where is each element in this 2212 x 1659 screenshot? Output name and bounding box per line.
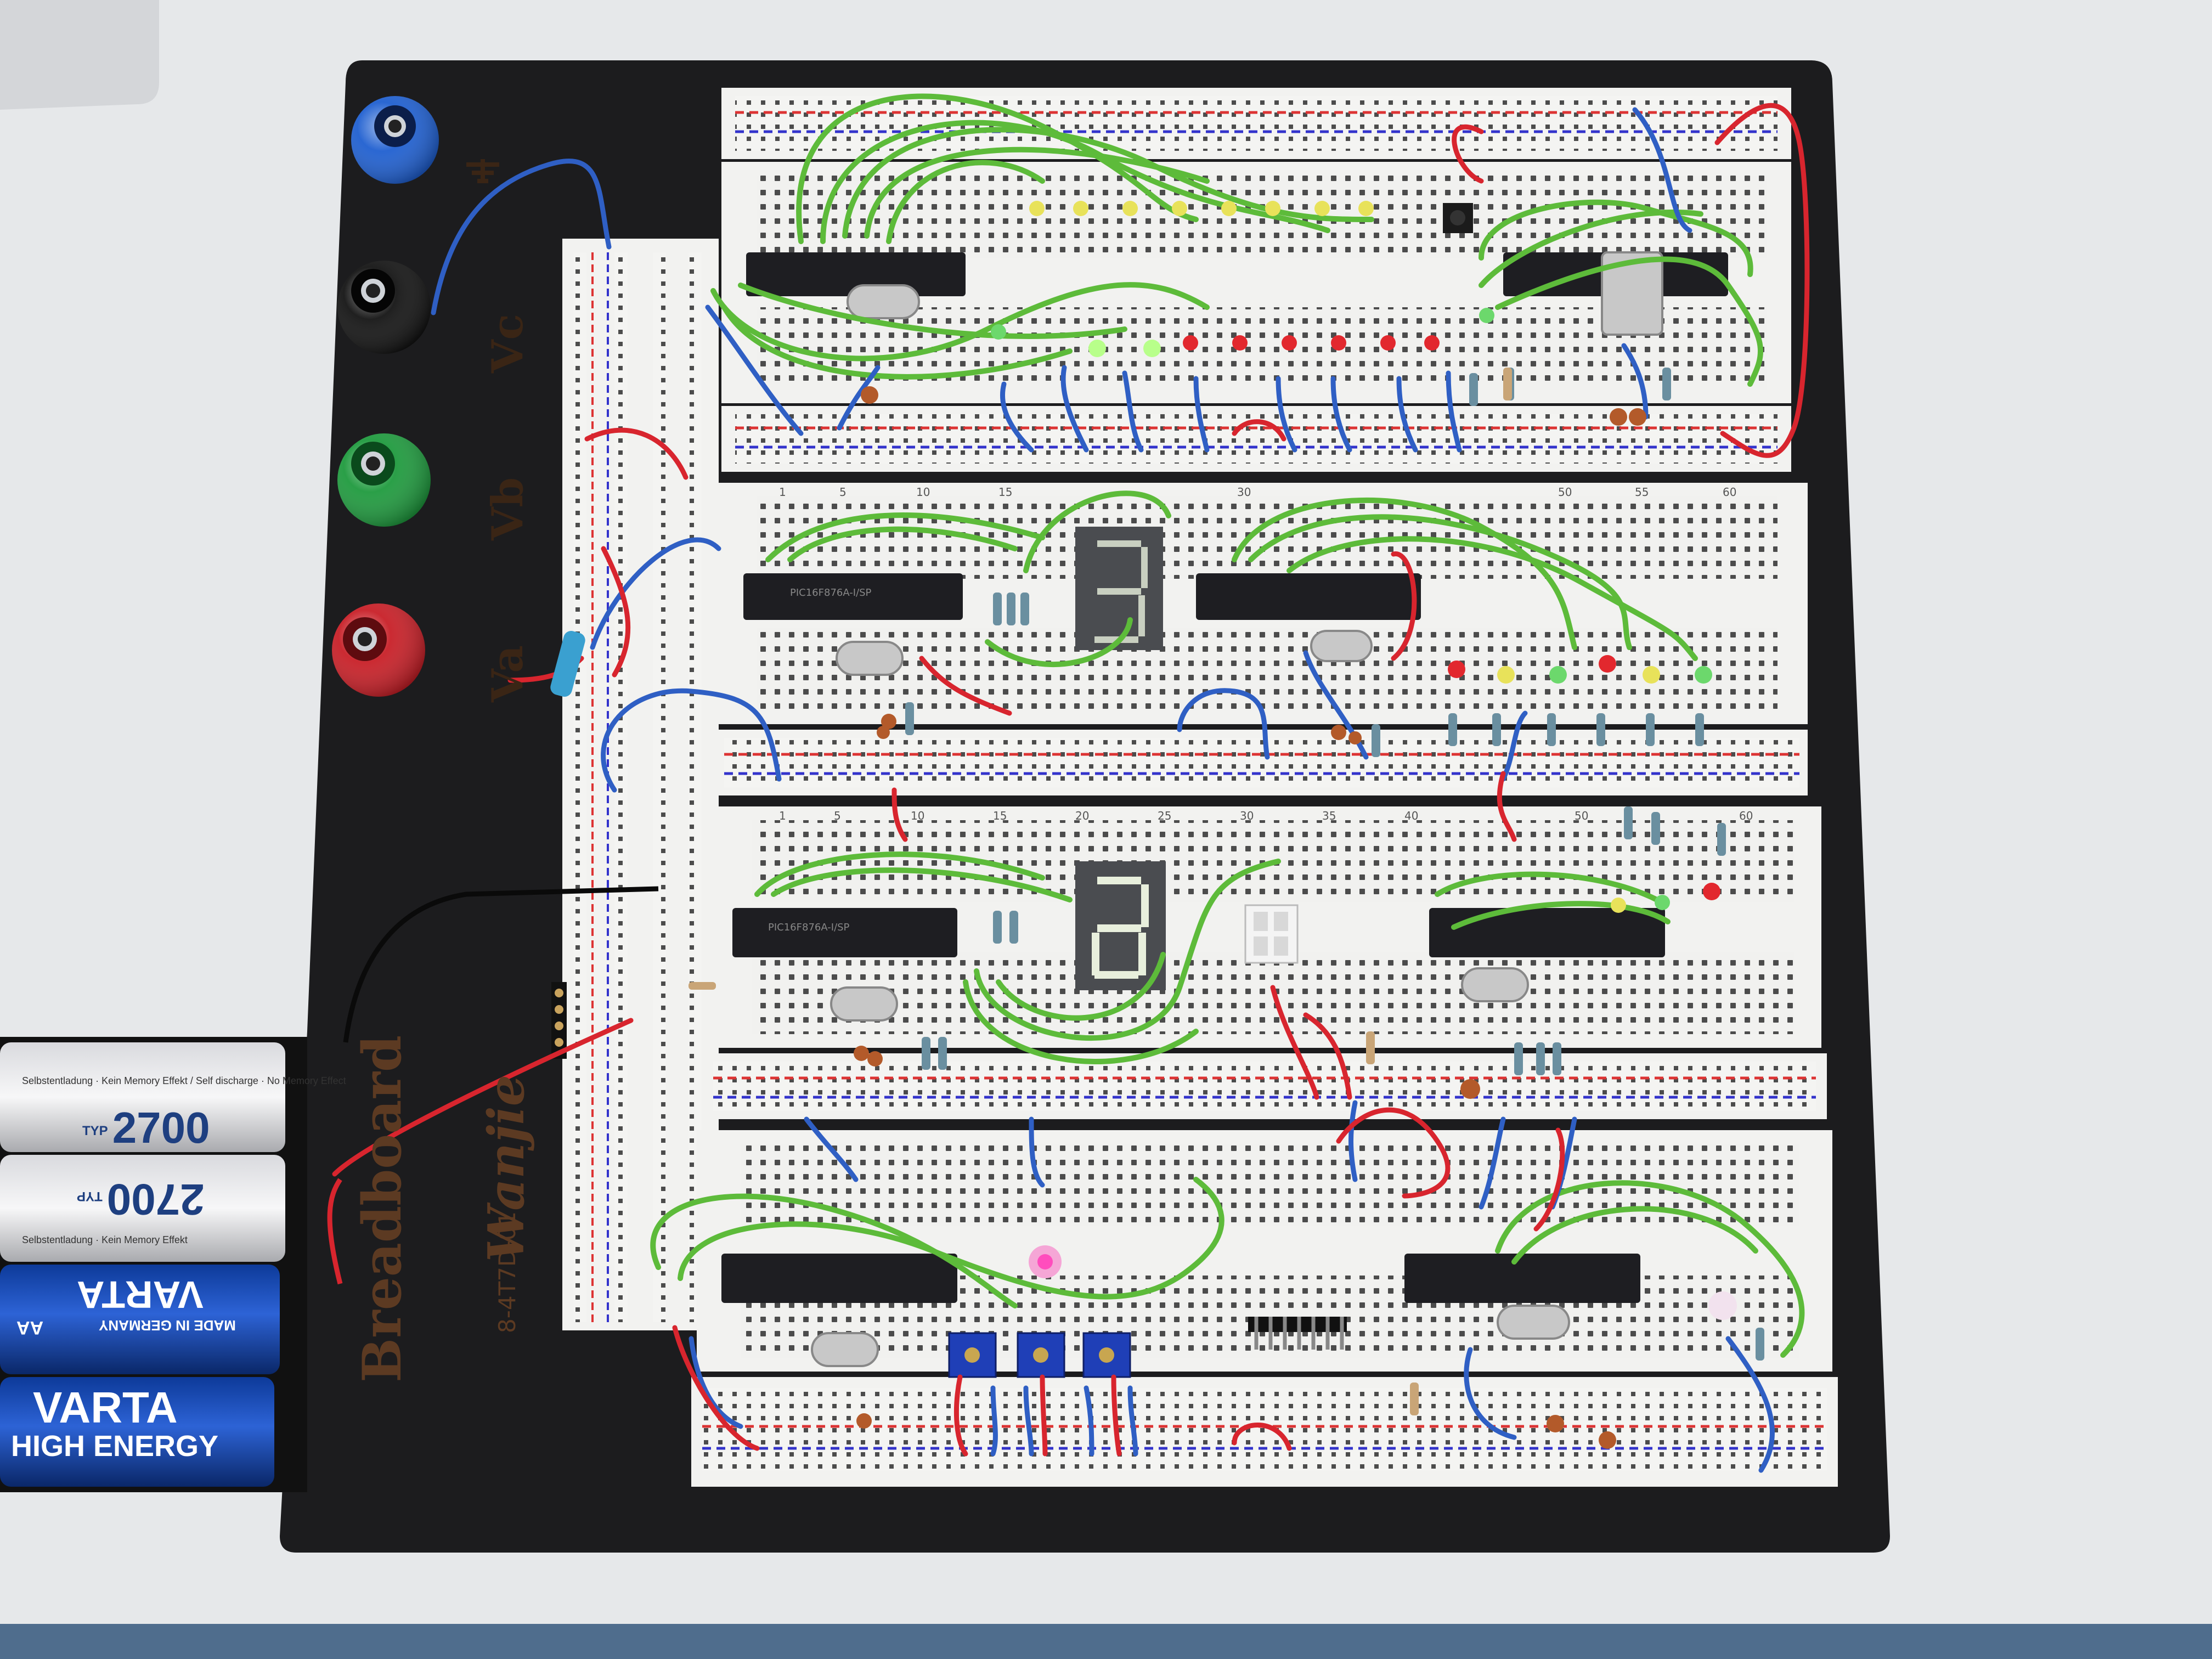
ic-row2-right — [1196, 573, 1421, 620]
rgb-leds — [1029, 1245, 1737, 1320]
green-jumper-wires — [650, 93, 1805, 1358]
leds-row3 — [1611, 883, 1720, 913]
battery-1-small: Selbstentladung · Kein Memory Effekt / S… — [22, 1075, 346, 1086]
battery-1 — [0, 1042, 285, 1152]
row-number-5: 5 — [839, 486, 847, 499]
row-number-1: 1 — [779, 486, 786, 499]
blue-resistor — [550, 631, 585, 697]
left-rail-holes — [573, 252, 586, 1322]
battery-4 — [0, 1377, 274, 1487]
battery-2-capacity: 2700TYP — [77, 1174, 205, 1224]
row3-number-25: 25 — [1158, 809, 1172, 822]
battery-3-made-in: MADE IN GERMANY — [99, 1317, 236, 1334]
model-code: 8-4T7D-01 — [494, 1211, 521, 1333]
ic-label-2: PIC16F876A-I/SP — [768, 922, 850, 933]
battery-4-brand: VARTA — [33, 1383, 178, 1432]
seven-segment-display-2 — [1075, 861, 1166, 990]
battery-1-capacity-value: 2700 — [112, 1103, 210, 1152]
row-number-10: 10 — [916, 486, 930, 499]
battery-3-size: AA — [16, 1317, 44, 1338]
row-number-55: 55 — [1635, 486, 1649, 499]
row3-number-15: 15 — [993, 809, 1007, 822]
label-vb: Vb — [483, 477, 533, 540]
pin-header — [1248, 1317, 1347, 1350]
ic-row2-left — [743, 573, 963, 620]
laptop-corner — [0, 0, 159, 110]
battery-2 — [0, 1155, 285, 1262]
ic-row4-left — [721, 1254, 957, 1303]
row3-number-30: 30 — [1240, 809, 1254, 822]
binding-post-va[interactable] — [332, 603, 425, 697]
blue-jumper-wires — [431, 107, 1775, 1473]
binding-post-vc[interactable] — [337, 261, 431, 354]
vertical-pin-header — [551, 982, 567, 1059]
row3-number-10: 10 — [911, 809, 925, 822]
capacitors — [854, 386, 1646, 1449]
label-va: Va — [483, 645, 533, 702]
battery-1-prefix: TYP — [82, 1123, 108, 1138]
red-jumper-wires — [332, 103, 1810, 1457]
battery-4-subtitle: HIGH ENERGY — [11, 1430, 219, 1463]
breadboard-row-4 — [691, 1130, 1838, 1487]
label-vc: Vc — [483, 313, 533, 373]
ic-row3-right — [1429, 908, 1665, 957]
ic-row4-right — [1404, 1254, 1640, 1303]
crystals — [811, 251, 1663, 1367]
binding-post-ground[interactable] — [351, 96, 439, 184]
resistors — [689, 368, 1764, 1415]
battery-3-brand: VARTA — [77, 1273, 204, 1316]
dip-switch[interactable] — [1244, 904, 1299, 964]
battery-1-capacity: TYP 2700 — [82, 1103, 210, 1153]
row3-number-5: 5 — [834, 809, 841, 822]
binding-post-vb[interactable] — [337, 433, 431, 527]
battery-2-capacity-value: 2700 — [106, 1175, 205, 1224]
ic-label-1: PIC16F876A-I/SP — [790, 587, 872, 599]
row-number-15: 15 — [998, 486, 1013, 499]
leds-row1-yellow — [1029, 201, 1374, 216]
row-number-50: 50 — [1558, 486, 1572, 499]
ic-row3-left — [732, 908, 957, 957]
row-number-60: 60 — [1723, 486, 1737, 499]
brand-breadboard: Breadboard — [351, 1035, 413, 1383]
left-rail-holes-2 — [614, 252, 628, 1322]
ground-symbol — [466, 159, 499, 183]
ic-row1-left — [746, 252, 966, 296]
battery-2-small: Selbstentladung · Kein Memory Effekt — [22, 1234, 188, 1245]
row3-number-1: 1 — [779, 809, 786, 822]
row3-number-50: 50 — [1575, 809, 1589, 822]
seven-segment-display-1 — [1075, 527, 1163, 650]
leds-row2 — [1448, 655, 1712, 684]
row3-number-20: 20 — [1075, 809, 1090, 822]
leds-row1-red-green — [991, 308, 1494, 357]
battery-black-lead — [343, 886, 659, 1043]
row-number-30: 30 — [1237, 486, 1251, 499]
battery-3 — [0, 1265, 280, 1374]
row3-number-60: 60 — [1739, 809, 1753, 822]
row3-number-35: 35 — [1322, 809, 1336, 822]
desk-edge — [0, 1624, 2212, 1659]
row3-number-40: 40 — [1404, 809, 1419, 822]
battery-2-prefix: TYP — [77, 1189, 103, 1204]
